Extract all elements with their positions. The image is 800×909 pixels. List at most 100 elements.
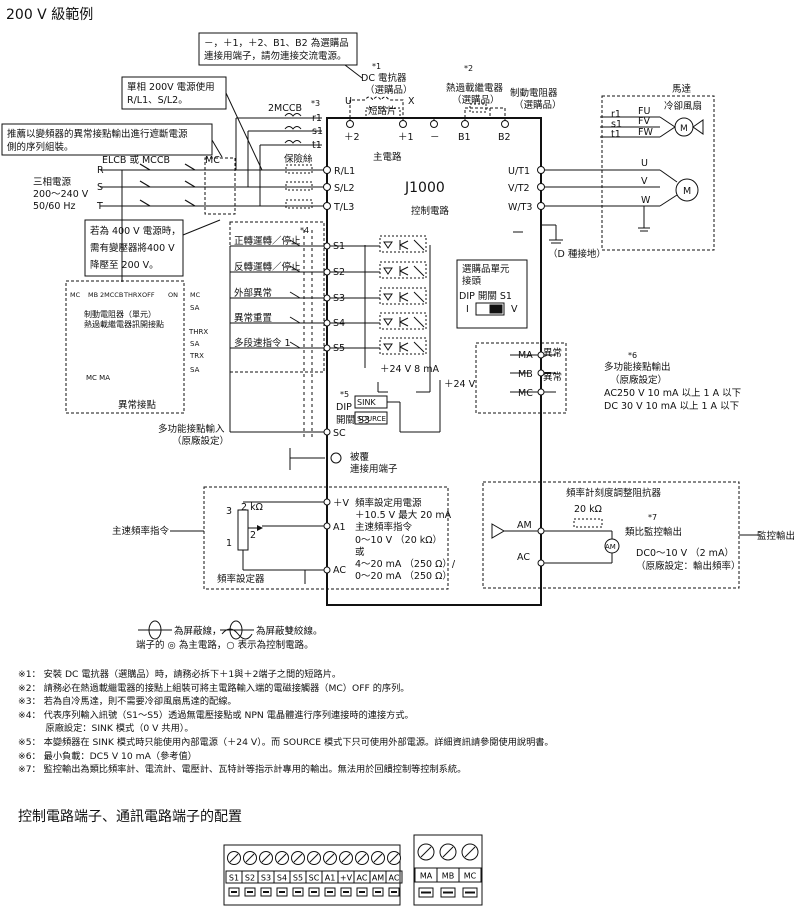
option-dip-i: I: [466, 304, 469, 315]
terminal-label-7: +V: [340, 874, 353, 883]
braking-label-6: MC: [190, 291, 201, 299]
footnote: ※2： 請務必在熱過載繼電器的接點上組裝可將主電路輸入端的電磁接觸器（MC）OF…: [18, 682, 410, 694]
transformer-note-line-2: 需有變壓器將400 V: [90, 242, 175, 254]
supply-line-2: 200～240 V: [33, 189, 89, 200]
input-label-1: 正轉運轉／停止: [234, 235, 301, 247]
pot-pin-1: 1: [226, 538, 232, 549]
terminal-slot: [308, 887, 320, 897]
inverter-model: J1000: [404, 180, 445, 196]
option-unit-line-2: 接頭: [462, 275, 482, 287]
footnotes: ※1： 安裝 DC 電抗器（選購品）時，請務必拆下＋1與＋2端子之間的短路片。 …: [18, 668, 788, 777]
terminal-slot: [372, 887, 384, 897]
relay-terminal-label-1: MB: [442, 872, 454, 881]
braking-label-0: MC: [70, 291, 81, 299]
relay-mb: MB: [518, 369, 533, 380]
section-title: 控制電路端子、通訊電路端子的配置: [18, 809, 242, 825]
control-terminal-block: [223, 844, 401, 906]
single-phase-note-line-2: R/L1、S/L2。: [127, 95, 188, 106]
analog-desc-3: 0～10 V （20 kΩ）: [355, 534, 442, 546]
thermal-relay-sub: （選購品）: [452, 94, 500, 106]
terminal-screw-slot: [357, 853, 367, 863]
relay-ma: MA: [518, 350, 533, 361]
ext-24v-label: ＋24 V: [444, 379, 476, 390]
terminal-label-3: S4: [277, 874, 287, 883]
pot-value: 2 kΩ: [241, 502, 263, 513]
footnote: ※5： 本變頻器在 SINK 模式時只能使用內部電源（＋24 V）。而 SOUR…: [18, 736, 554, 748]
terminal-label-1: S2: [245, 874, 255, 883]
footnote: 原廠設定：SINK 模式（0 V 共用）。: [18, 723, 194, 735]
analog-desc-6: 0～20 mA （250 Ω）: [355, 570, 452, 582]
dc-reactor-u: U: [345, 96, 352, 107]
input-sl2: S/L2: [334, 183, 355, 194]
terminal-s4: S4: [333, 318, 345, 329]
top-terminal-n: －: [430, 132, 440, 143]
braking-label-1: MB: [88, 291, 98, 299]
relay-mark: *6: [628, 351, 637, 360]
terminal-label-2: S3: [261, 874, 271, 883]
dc-reactor-mark: *1: [372, 62, 381, 71]
terminal-s5: S5: [333, 343, 345, 354]
analog-ac: AC: [333, 565, 346, 576]
braking-note-1: 制動電阻器（單元）: [84, 309, 156, 319]
s1-label: s1: [312, 126, 323, 137]
fan-t1: t1: [611, 129, 621, 140]
terminal-label-6: A1: [325, 874, 336, 883]
dip-switch-label: 開關 S3: [336, 415, 370, 426]
terminal-slot: [260, 887, 272, 897]
braking-trx: TRX: [189, 352, 204, 360]
motor-w: W: [641, 195, 651, 206]
braking-sa-3: SA: [190, 366, 200, 374]
monitor-spec: DC0～10 V （2 mA）: [636, 547, 734, 559]
transformer-note-line-3: 降壓至 200 V。: [90, 259, 159, 271]
analog-desc-2: 主速頻率指令: [355, 521, 413, 533]
terminal-screw-slot: [325, 853, 335, 863]
sc-label: SC: [333, 428, 346, 439]
terminal-label-cell: [385, 870, 403, 884]
brake-resistor-sub: （選購品）: [514, 99, 562, 111]
analog-plusv: ＋V: [333, 498, 350, 509]
terminal-slot: [276, 887, 288, 897]
terminal-slot: [356, 887, 368, 897]
pot-label: 頻率設定器: [217, 573, 265, 585]
opto-coupler-icon: [330, 287, 427, 305]
relay-screw-slot: [420, 846, 432, 858]
relay-sub: （原廠設定）: [610, 374, 667, 386]
terminal-slot: [292, 887, 304, 897]
ground-label: （D 種接地）: [548, 248, 606, 260]
braking-sa-2: SA: [190, 340, 200, 348]
control-circuit-label: 控制電路: [411, 205, 450, 217]
input-label-3: 外部異常: [234, 287, 272, 299]
terminal-label-5: SC: [309, 874, 320, 883]
dc-reactor-sub: （選購品）: [365, 84, 413, 96]
braking-caption: 異常接點: [118, 399, 157, 411]
monitor-caption: 監控輸出: [757, 530, 795, 542]
transformer-note-box: [84, 219, 184, 277]
opto-coupler-icon: [330, 312, 427, 330]
legend-shield: 為屏蔽線，: [174, 625, 222, 637]
relay-screw-slot: [464, 846, 476, 858]
jumper-label: 短路片: [368, 105, 397, 117]
output-ut1: U/T1: [508, 166, 530, 177]
footnote: ※6： 最小負載：DC5 V 10 mA（參考值）: [18, 750, 197, 762]
terminal-label-4: S5: [293, 874, 303, 883]
input-label-5: 多段速指令 1: [234, 337, 291, 349]
terminal-slot: [388, 887, 400, 897]
source-label: SOURCE: [357, 415, 386, 423]
motor-box: [601, 95, 715, 251]
opto-coupler-icon: [330, 337, 427, 355]
terminal-screw-slot: [389, 853, 399, 863]
braking-note-2: 熱過載繼電器訊開接點: [84, 319, 164, 329]
monitor-am: AM: [517, 520, 532, 531]
terminal-s1: S1: [333, 241, 345, 252]
input-label-4: 異常重置: [234, 312, 272, 324]
dc-jumper-note-line-1: －，＋1，＋2、B1、B2 為選購品: [204, 37, 349, 49]
thermal-relay-mark: *2: [464, 64, 473, 73]
fault-note-line-1: 推薦以變頻器的異常接點輸出進行遮斷電源: [7, 128, 188, 140]
terminal-slot: [244, 887, 256, 897]
r1-label: r1: [312, 113, 322, 124]
fan-label: 冷卻風扇: [664, 100, 702, 112]
braking-sa-1: SA: [190, 304, 200, 312]
analog-caption: 主速頻率指令: [112, 525, 170, 537]
braking-mc-ma: MC MA: [86, 374, 110, 382]
output-wt3: W/T3: [508, 202, 532, 213]
